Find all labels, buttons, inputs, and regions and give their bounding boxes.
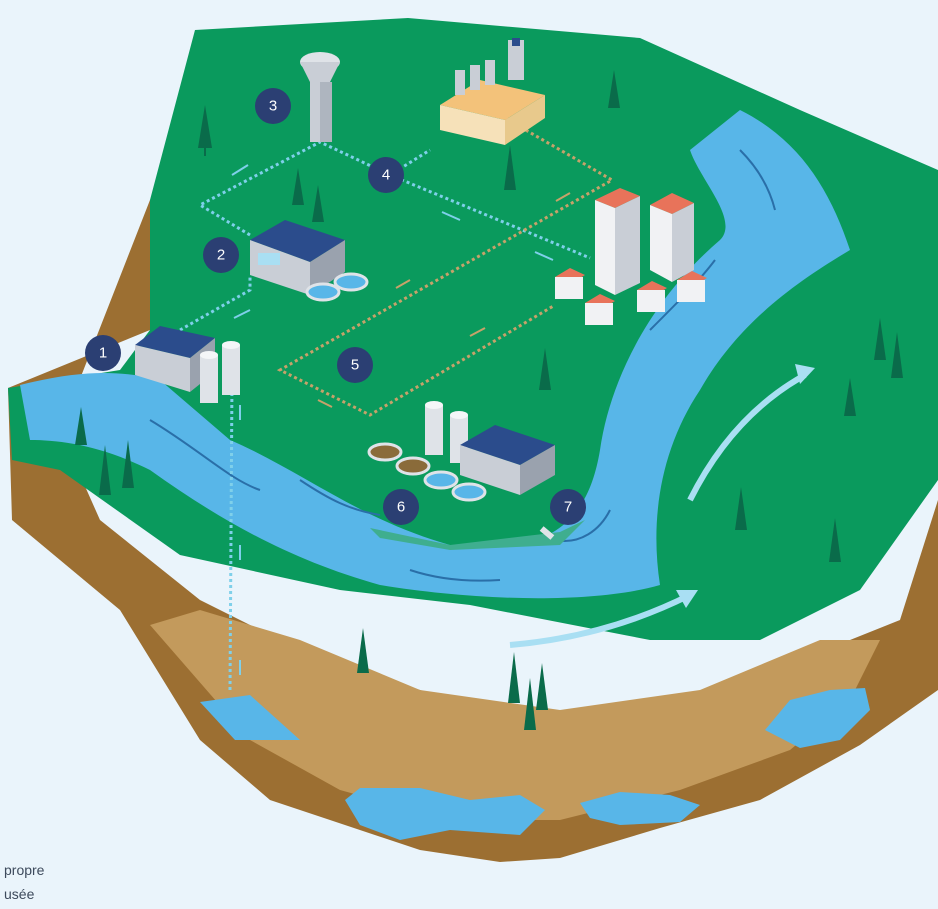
river-current (149, 419, 261, 491)
legend-used-label: usée (4, 886, 35, 902)
svg-text:2: 2 (217, 247, 225, 264)
groundwater-pocket (580, 792, 700, 825)
groundwater-pocket (200, 695, 300, 740)
flow-direction-arrows (231, 164, 554, 675)
river-flow-arrow-head (676, 590, 698, 608)
river (20, 110, 850, 599)
legend-wastewater: usée (0, 882, 44, 906)
city-buildings-icon (555, 188, 707, 325)
svg-text:3: 3 (269, 98, 277, 115)
river-flow-arrow (687, 372, 807, 502)
step-badge-7: 7 (550, 489, 586, 525)
flow-direction-arrows (317, 192, 571, 408)
step-badge-3: 3 (255, 88, 291, 124)
step-badge-5: 5 (337, 347, 373, 383)
tree-icons (75, 70, 903, 730)
groundwater-pocket (765, 688, 870, 748)
svg-text:4: 4 (382, 167, 390, 184)
step-badge-2: 2 (203, 237, 239, 273)
soil-layer-light (150, 610, 880, 820)
river-current (409, 569, 501, 582)
svg-text:7: 7 (564, 499, 572, 516)
discharge-to-river-icon (539, 526, 555, 540)
svg-text:6: 6 (397, 499, 405, 516)
step-badge-1: 1 (85, 335, 121, 371)
step-badge-6: 6 (383, 489, 419, 525)
river-current (299, 479, 381, 516)
legend-clean-label: propre (4, 862, 45, 878)
svg-text:5: 5 (351, 357, 359, 374)
river-flow-arrow (509, 592, 692, 648)
legend: propre usée (0, 858, 44, 906)
legend-clean-water: propre (0, 858, 44, 882)
wastewater-network (276, 116, 616, 417)
step-badge-4: 4 (368, 157, 404, 193)
drinking-water-plant-icon (250, 220, 369, 302)
river-current (739, 149, 776, 211)
river-bank-outfall (370, 520, 585, 550)
wastewater-treatment-plant-icon (367, 401, 555, 502)
river-flow-arrow-head (795, 364, 815, 384)
water-tower-icon (300, 52, 340, 142)
svg-text:1: 1 (99, 345, 107, 362)
groundwater-pocket (345, 788, 545, 840)
water-intake-station-icon (135, 326, 240, 403)
factory-icon (440, 38, 545, 145)
